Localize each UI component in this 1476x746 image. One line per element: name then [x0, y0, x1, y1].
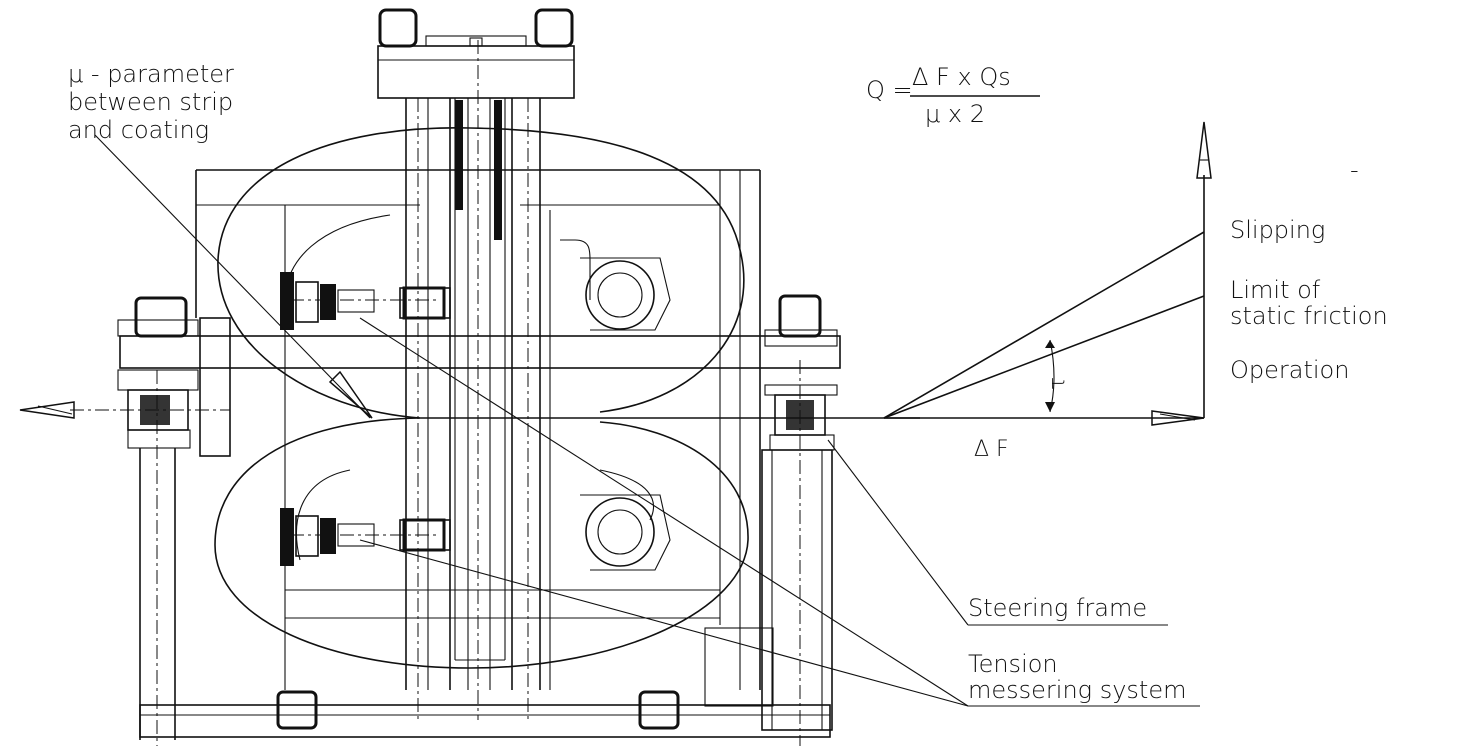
- steering-frame-drawing: [117, 169, 841, 738]
- strip-path: [214, 127, 920, 669]
- angle-symbol: τ: [1045, 377, 1070, 390]
- formula-denominator: μ x 2: [925, 100, 985, 128]
- left-support: [117, 296, 199, 746]
- limit-label-line2: static friction: [1230, 302, 1388, 330]
- formula-lhs: Q =: [866, 76, 913, 104]
- formula-numerator: Δ F x Qs: [912, 63, 1011, 91]
- top-cap: [377, 8, 575, 99]
- steering-frame-label: Steering frame: [968, 594, 1147, 622]
- upper-sensor: [280, 272, 451, 330]
- mu-label-line3: and coating: [68, 116, 209, 144]
- upper-roller: [580, 257, 671, 331]
- lower-sensor: [280, 508, 451, 566]
- minus-mark: -: [1350, 156, 1359, 184]
- delta-f-label: Δ F: [974, 437, 1009, 462]
- formula: Q = Δ F x Qs μ x 2: [866, 63, 1040, 128]
- friction-diagram: [883, 121, 1212, 426]
- mu-label-line2: between strip: [68, 88, 233, 116]
- tension-label-line1: Tension: [968, 650, 1058, 678]
- tension-label-line2: messering system: [968, 676, 1186, 704]
- operation-label: Operation: [1230, 356, 1349, 384]
- strip-axis: [19, 401, 230, 419]
- right-support: [761, 294, 838, 746]
- leader-lines: [94, 134, 1200, 707]
- slipping-label: Slipping: [1230, 216, 1325, 244]
- mu-label-line1: μ - parameter: [68, 60, 234, 88]
- limit-label-line1: Limit of: [1230, 276, 1321, 304]
- lower-roller: [580, 494, 671, 571]
